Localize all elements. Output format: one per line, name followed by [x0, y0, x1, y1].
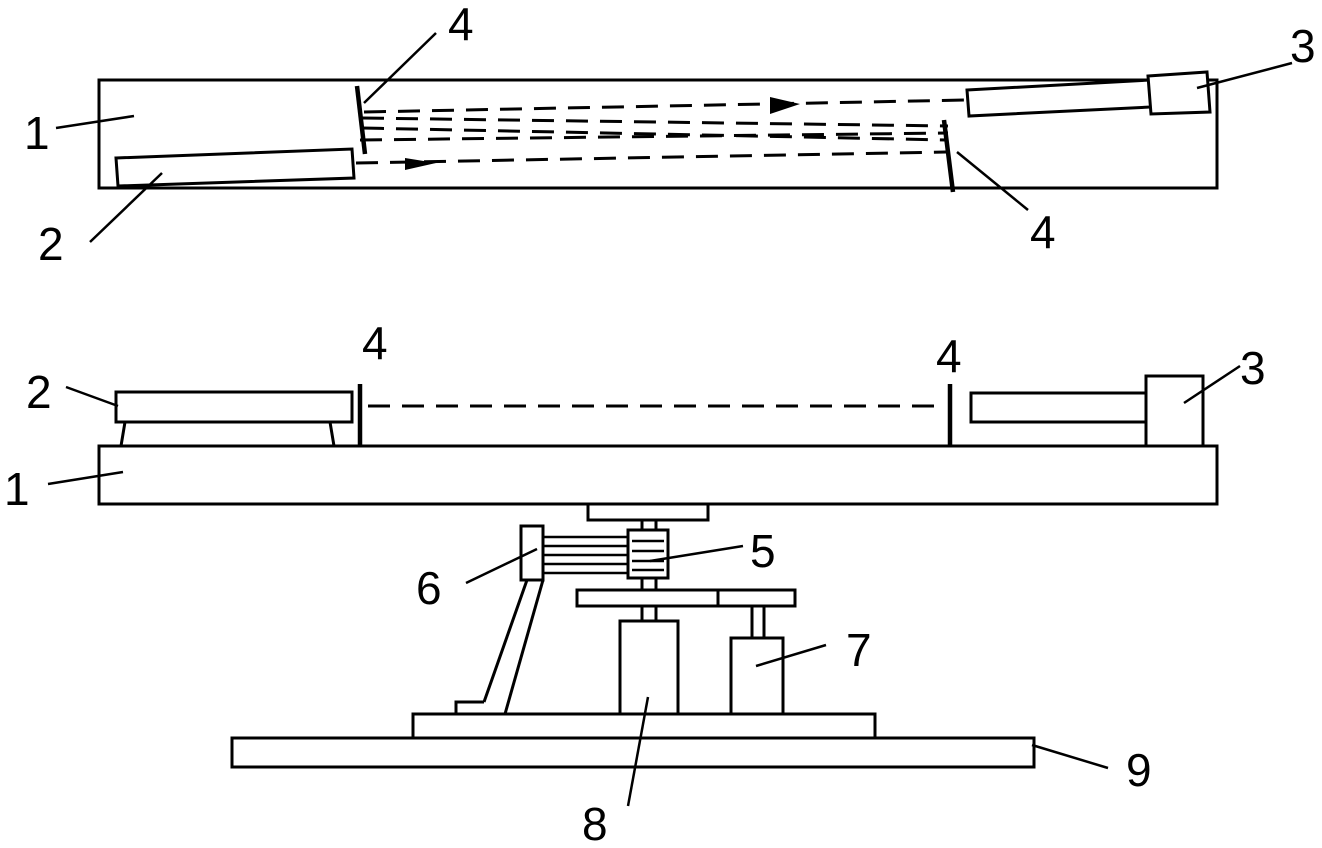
side-leader-1	[47, 470, 124, 486]
side-receiver-tube	[969, 391, 1150, 424]
side-label-9: 9	[1126, 744, 1152, 796]
side-label-3: 3	[1240, 342, 1266, 394]
side-label-4a: 4	[362, 317, 388, 369]
top-label-4a: 4	[448, 0, 474, 50]
side-gear-plate-right	[716, 588, 797, 608]
top-reflector-left	[354, 85, 368, 155]
top-label-4b: 4	[1030, 206, 1056, 258]
top-label-2: 2	[38, 218, 64, 270]
side-emitter-stand	[119, 420, 336, 448]
side-label-4b: 4	[936, 330, 962, 382]
side-leader-2	[65, 385, 119, 408]
side-leader-6	[465, 547, 538, 585]
side-turntable-mount	[586, 502, 710, 522]
top-label-3: 3	[1290, 20, 1316, 72]
beam-path-1	[355, 150, 947, 165]
support-arm-left-edge	[482, 579, 529, 703]
side-motor-shaft	[750, 604, 766, 640]
side-ground-base	[230, 736, 1036, 769]
side-label-8: 8	[582, 798, 608, 843]
side-label-5: 5	[750, 525, 776, 577]
side-leader-8	[626, 696, 650, 807]
side-emitter	[114, 390, 354, 424]
support-arm-foot	[454, 700, 484, 714]
side-leader-3	[1183, 364, 1241, 405]
top-leader-2	[89, 172, 163, 243]
beam-arrow-upper	[770, 97, 800, 114]
top-label-1: 1	[24, 107, 50, 159]
side-main-motor	[618, 619, 680, 717]
side-view: 1 2 3 4 4 5 6 7 8 9	[4, 317, 1266, 848]
side-leader-7	[755, 643, 827, 668]
beam-path-2	[359, 131, 949, 142]
side-label-7: 7	[846, 624, 872, 676]
side-label-6: 6	[416, 562, 442, 614]
side-gear-plate-left	[575, 588, 720, 608]
side-leader-5	[649, 544, 744, 563]
beam-arrow-lower	[405, 158, 436, 170]
top-leader-1	[55, 114, 135, 130]
side-shaft-mid	[640, 576, 658, 592]
side-label-1: 1	[4, 463, 30, 515]
top-view: 1 2 3 4 4	[24, 0, 1316, 270]
side-sensor-block	[519, 524, 545, 582]
support-arm-right-edge	[503, 579, 545, 715]
side-base-beam	[97, 444, 1219, 506]
top-leader-4b	[956, 151, 1029, 211]
top-leader-4a	[363, 32, 437, 104]
top-emitter	[114, 147, 356, 188]
side-shaft-low	[640, 604, 658, 623]
side-receiver-head	[1144, 374, 1205, 448]
beam-path-4	[361, 116, 949, 128]
side-label-2: 2	[26, 366, 52, 418]
beam-path-3	[361, 126, 949, 142]
top-leader-3	[1196, 61, 1293, 90]
side-leader-9	[1031, 743, 1109, 770]
top-receiver-head	[1146, 70, 1212, 116]
side-drive-motor	[729, 636, 785, 717]
